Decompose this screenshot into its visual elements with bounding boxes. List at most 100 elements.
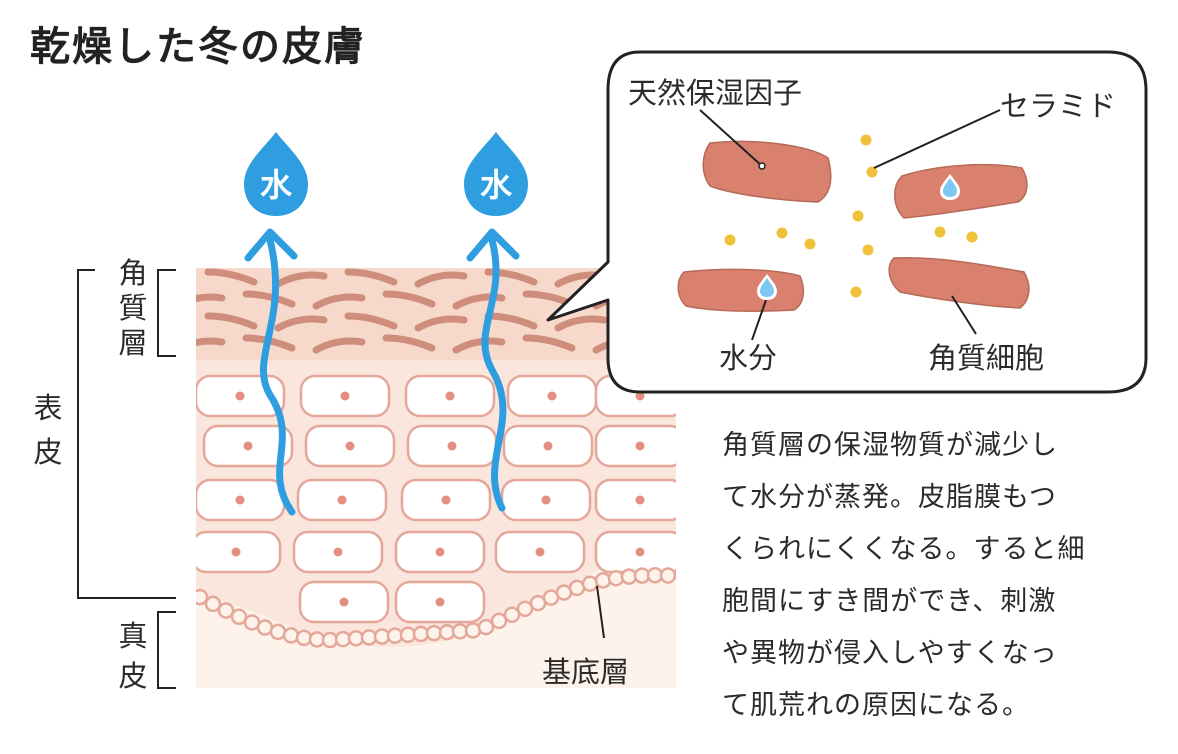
- epidermal-cell: [400, 478, 492, 522]
- water-leader: [751, 299, 767, 341]
- nmf-leader: [699, 109, 763, 167]
- epidermal-cell: [500, 478, 592, 522]
- description-line: て肌荒れの原因になる。: [722, 690, 1030, 721]
- water-drop-icon-right: 水: [464, 132, 528, 216]
- water-label: 水分: [719, 341, 777, 375]
- nmf-label: 天然保湿因子: [628, 76, 802, 110]
- description-text: 角質層の保湿物質が減少して水分が蒸発。皮脂膜もつくられにくくなる。すると細胞間に…: [722, 420, 1132, 732]
- evaporation-arrow-right: [466, 228, 520, 512]
- droplet-icon-1-inner: [943, 178, 957, 197]
- corneum-flake: [274, 271, 328, 288]
- description-line: 角質層の保湿物質が減少し: [722, 430, 1058, 461]
- epidermal-cell: [202, 424, 294, 468]
- corneocyte-2: [894, 163, 1028, 219]
- basal-cell: [230, 608, 248, 625]
- epidermal-cell: [594, 478, 676, 522]
- epidermal-cell: [502, 424, 594, 468]
- epidermal-cell: [506, 374, 598, 418]
- epidermal-cell: [292, 530, 384, 574]
- description-line: や異物が侵入しやすくなっ: [722, 638, 1058, 669]
- corneocyte-3: [677, 268, 805, 312]
- ceramide-leader: [873, 109, 1001, 169]
- basal-cell: [196, 588, 209, 606]
- corneum-bracket: [157, 269, 176, 357]
- ceramide-label: セラミド: [1000, 89, 1116, 123]
- basal-cell: [217, 602, 235, 619]
- corneum-flake: [382, 290, 436, 308]
- corneum-flake: [484, 268, 538, 286]
- description-line: 胞間にすき間ができ、刺激: [722, 586, 1057, 617]
- epidermis-label-2: 皮: [33, 435, 62, 469]
- corneocytes: [677, 140, 1030, 312]
- water-drop-icon-left: 水: [244, 132, 308, 216]
- corneum-flake: [414, 315, 468, 332]
- corneocyte-leader: [951, 295, 977, 335]
- basal-cell: [282, 627, 300, 644]
- corneum-flake: [382, 334, 436, 352]
- epidermal-cell: [298, 580, 390, 624]
- basal-cell: [607, 569, 625, 587]
- basal-cell: [503, 606, 521, 624]
- corneum-flake: [204, 268, 258, 286]
- corneum-flake: [344, 312, 398, 330]
- basal-leader-line: [596, 585, 605, 639]
- corneum-flake: [414, 271, 468, 288]
- epidermal-cell: [196, 530, 282, 574]
- skin-cross-section: [196, 268, 676, 688]
- epidermal-cell: [494, 530, 586, 574]
- epidermal-cell: [299, 374, 391, 418]
- dermis-label-1: 真: [118, 619, 147, 653]
- droplet-icon-2-inner: [760, 278, 774, 297]
- dermis-bracket: [157, 611, 176, 689]
- corneum-label-1: 角: [118, 256, 147, 290]
- corneum-flake: [452, 337, 506, 354]
- callout-leaders: [699, 109, 1001, 341]
- basal-cell: [490, 612, 508, 630]
- ceramide-dots: [724, 134, 978, 298]
- corneum-flake: [196, 337, 226, 347]
- epidermal-cell: [406, 424, 498, 468]
- epidermal-cell: [196, 478, 286, 522]
- basal-cell: [477, 618, 495, 636]
- epidermal-cell: [594, 530, 676, 574]
- corneum-label-3: 層: [118, 326, 147, 360]
- water-droplets: [757, 174, 960, 300]
- corneum-flake: [196, 293, 226, 303]
- water-drop-char-left: 水: [260, 166, 293, 204]
- corneum-flake: [452, 293, 506, 310]
- basal-cell: [516, 600, 534, 618]
- corneum-flake: [242, 290, 296, 308]
- corneocyte-1: [702, 140, 832, 203]
- epidermal-cell: [394, 530, 486, 574]
- epidermal-cell: [594, 424, 676, 468]
- corneocyte-4: [888, 256, 1030, 309]
- corneocyte-label: 角質細胞: [928, 341, 1044, 375]
- dermis-label-2: 皮: [118, 659, 147, 693]
- corneum-label-2: 質: [118, 291, 147, 325]
- corneum-flake: [204, 312, 258, 330]
- epidermal-cell: [394, 580, 486, 624]
- nmf-point: [758, 162, 766, 170]
- basal-cell: [204, 595, 222, 613]
- epidermal-cell: [304, 424, 396, 468]
- corneum-flake: [344, 268, 398, 286]
- corneum-flake: [312, 293, 366, 310]
- description-line: て水分が蒸発。皮脂膜もつ: [722, 482, 1057, 513]
- basal-cell: [594, 572, 612, 589]
- corneum-flake: [274, 315, 328, 332]
- epidermal-cell: [296, 478, 388, 522]
- basal-cell: [659, 567, 676, 584]
- evaporation-arrow-left: [244, 228, 298, 516]
- page-title: 乾燥した冬の皮膚: [30, 24, 366, 70]
- epidermis-bracket: [77, 269, 176, 599]
- epidermal-cell: [404, 374, 496, 418]
- corneum-flake: [522, 334, 576, 352]
- epidermis-label-1: 表: [33, 391, 62, 425]
- layer-brackets: [77, 269, 176, 689]
- epidermal-cells: [196, 374, 676, 624]
- corneum-flake: [554, 315, 608, 332]
- basal-cell: [581, 575, 599, 592]
- water-drop-char-right: 水: [480, 166, 513, 204]
- epidermal-cell: [196, 374, 286, 418]
